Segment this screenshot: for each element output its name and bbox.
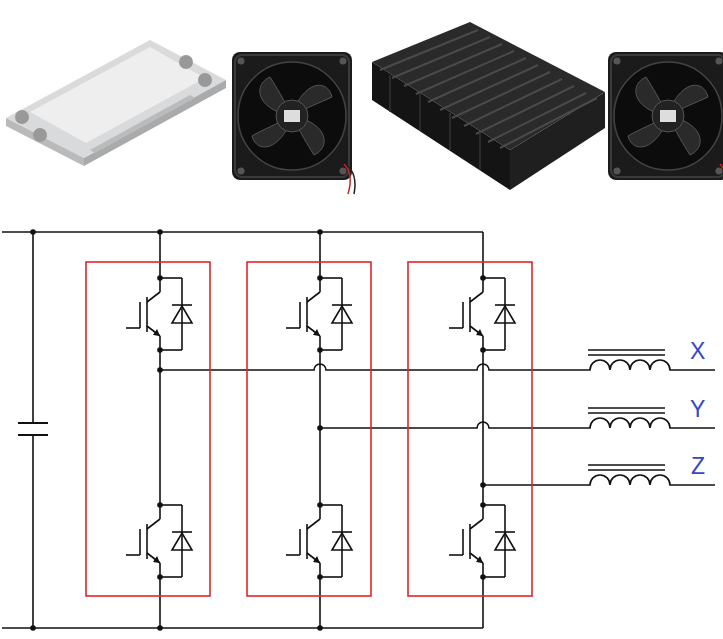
cooling-fan — [608, 52, 723, 194]
half-bridge-frame — [86, 262, 532, 596]
phase-label: X — [690, 340, 705, 363]
junction-dots — [30, 229, 486, 631]
phase-label: Y — [690, 398, 705, 421]
phase-label: Z — [691, 455, 705, 478]
heatsink — [372, 22, 605, 190]
cooling-fan — [232, 52, 355, 194]
igbt-symbol — [126, 275, 515, 580]
inductor-symbol — [585, 350, 715, 485]
igbt-module — [6, 40, 226, 166]
inverter-wiring — [2, 232, 585, 628]
